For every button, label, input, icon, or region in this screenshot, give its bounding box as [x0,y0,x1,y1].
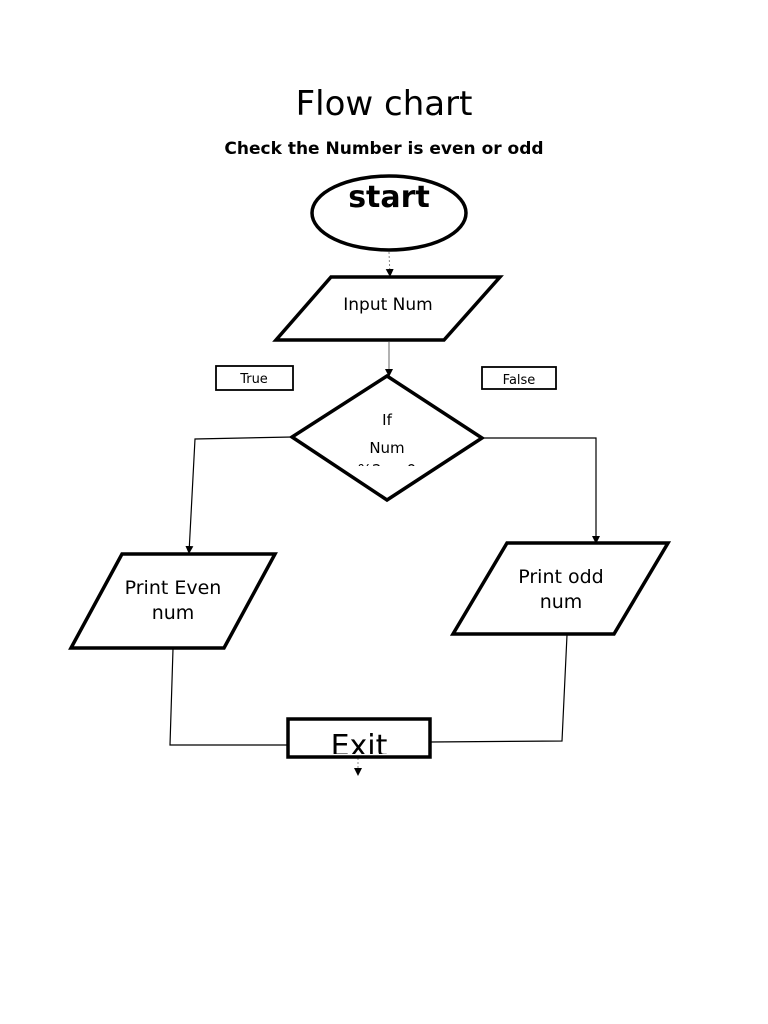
connector-odd-exit [429,634,568,743]
connector-even-exit [169,648,288,746]
true-label-box: True [215,365,294,391]
print-even-line-1: Print Even [125,577,222,599]
start-node: start [310,174,468,252]
false-label-box: False [481,366,557,390]
decision-line-3: %2==0 [358,461,416,479]
start-label: start [348,180,430,215]
page-title: Flow chart [295,84,473,124]
decision-line-1: If [382,411,392,429]
print-even-line-2: num [152,602,195,624]
print-odd-node: Print odd num [449,541,672,636]
exit-node: Exit [286,717,432,764]
true-label: True [239,372,268,387]
false-label: False [503,373,536,388]
connector-start-input [385,251,394,277]
connector-decision-false [482,437,600,544]
print-even-node: Print Even num [68,552,278,650]
input-label: Input Num [343,295,432,315]
decision-node: If Num %2==0 [288,373,486,503]
input-node: Input Num [272,275,504,342]
print-odd-line-2: num [540,591,583,613]
print-odd-line-1: Print odd [518,566,604,588]
connector-decision-true [185,436,293,554]
page-subtitle: Check the Number is even or odd [224,139,544,159]
decision-line-2: Num [369,439,404,457]
exit-label: Exit [331,729,388,764]
